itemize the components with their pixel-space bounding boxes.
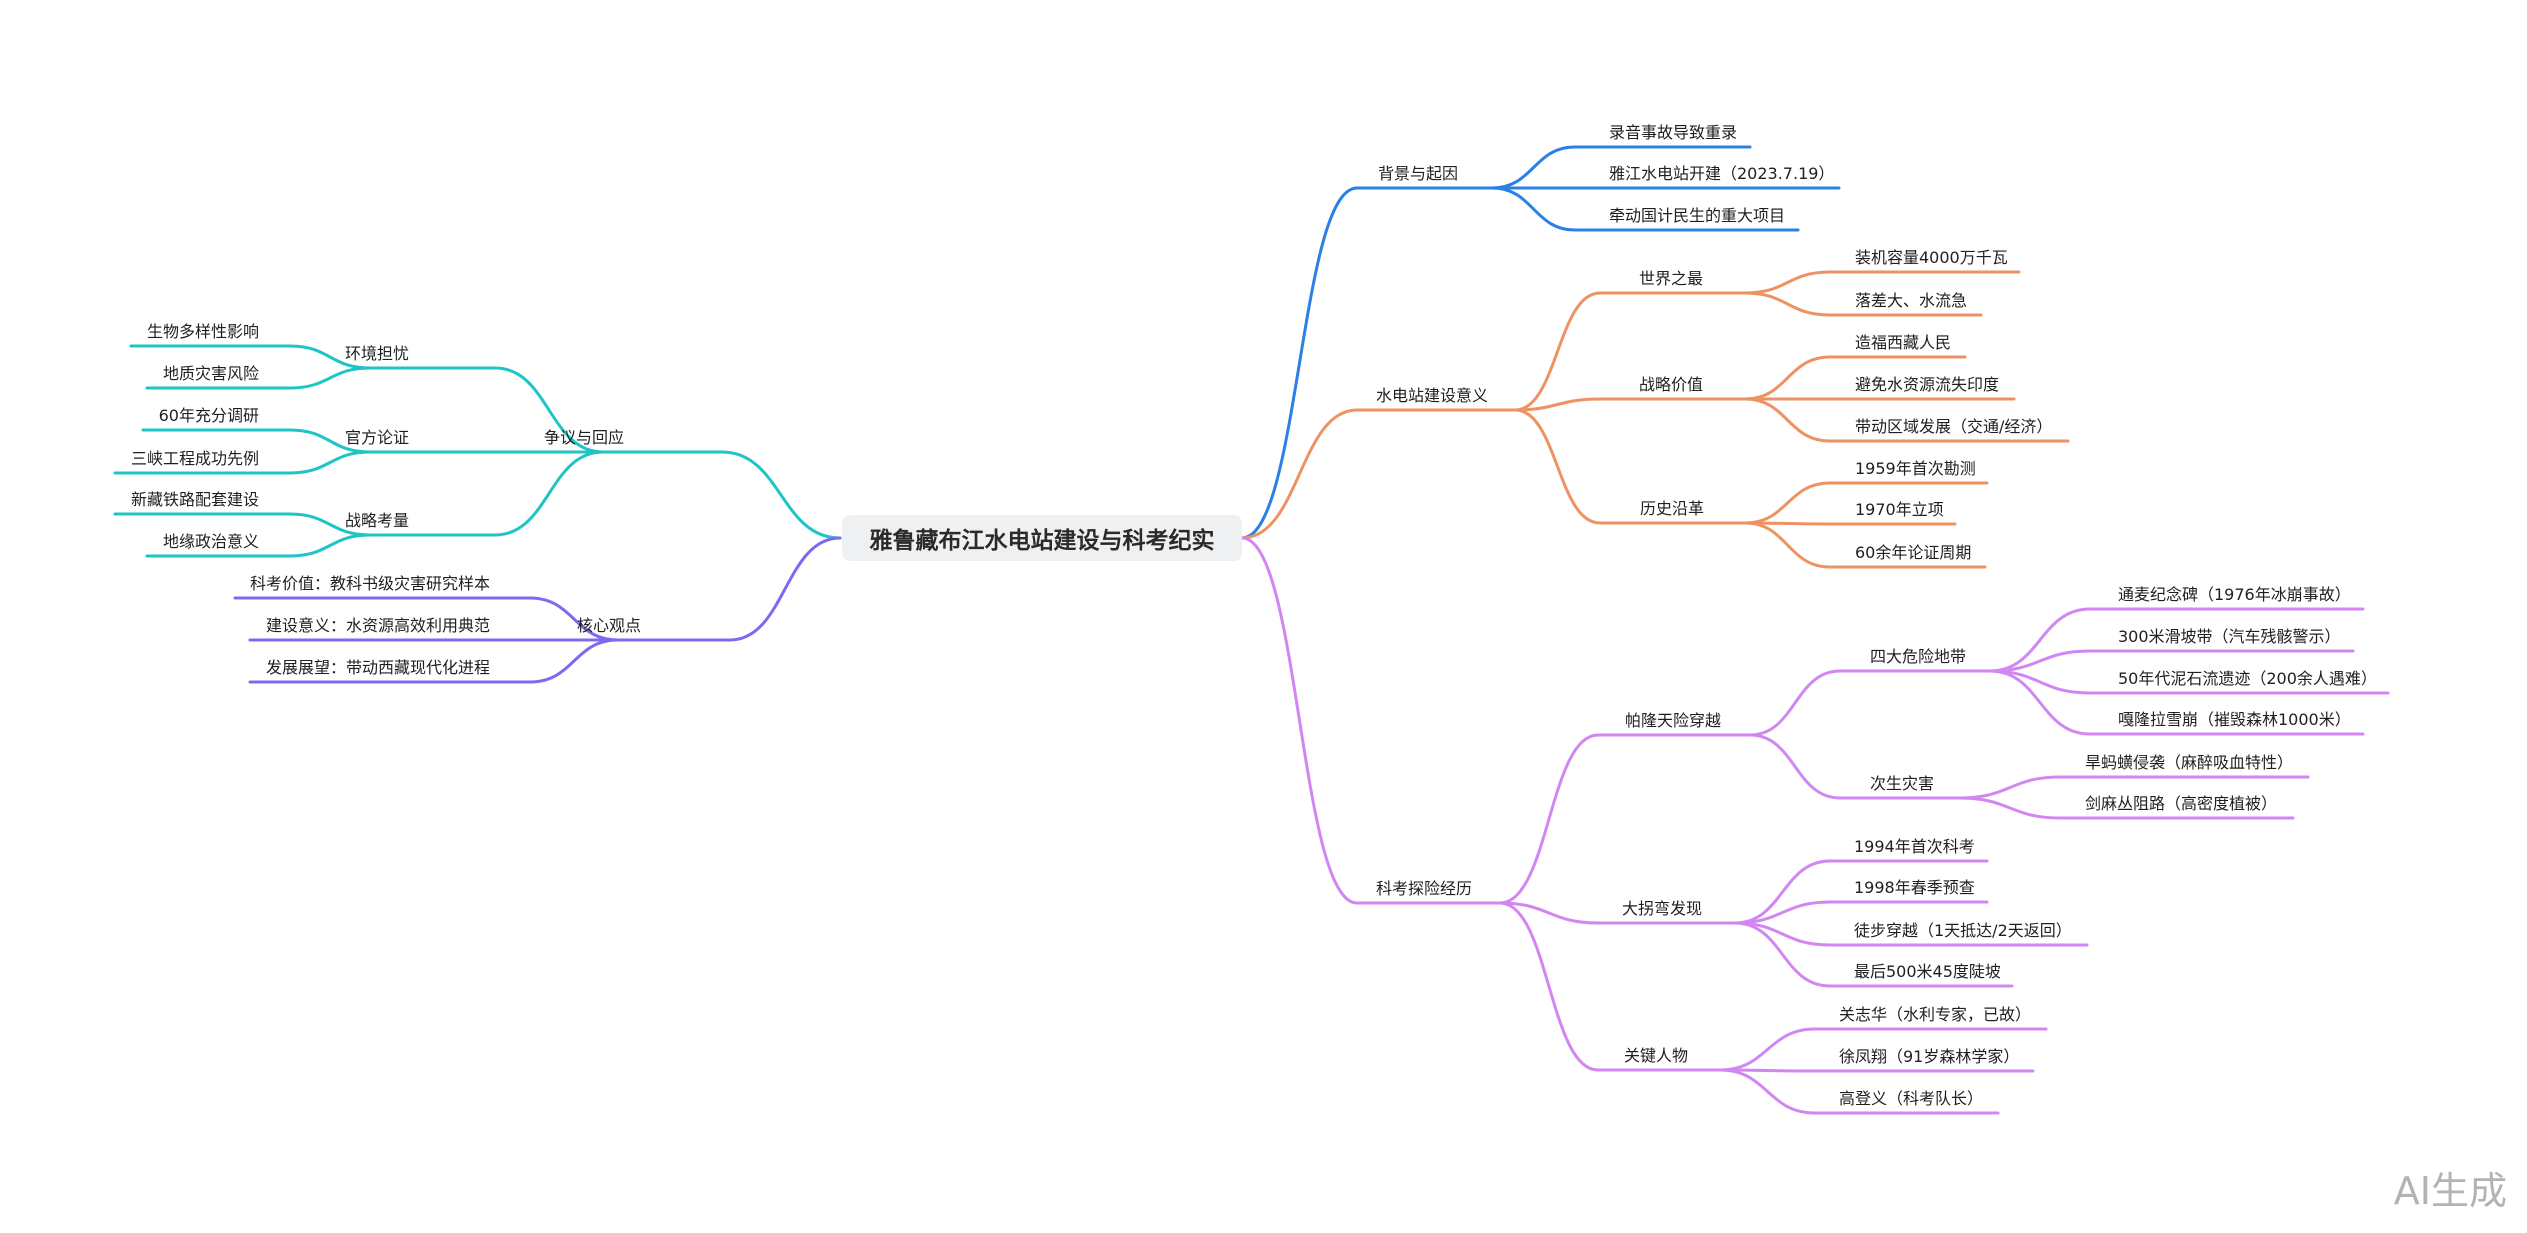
leaf-significance-2-0[interactable]: 1959年首次勘测	[1855, 459, 1976, 478]
leaf-significance-1-2-connector	[1743, 397, 2070, 443]
leaf-expedition-2-0[interactable]: 关志华（水利专家，已故）	[1839, 1005, 2032, 1024]
branch-core-views[interactable]: 核心观点	[576, 616, 641, 635]
group-expedition-0[interactable]: 帕隆天险穿越	[1625, 711, 1722, 730]
leaf-core-views-1[interactable]: 建设意义：水资源高效利用典范	[265, 616, 490, 635]
leaf-core-views-2-connector	[248, 638, 620, 684]
root-node[interactable]: 雅鲁藏布江水电站建设与科考纪实	[842, 515, 1242, 561]
leaf-significance-2-2-connector	[1743, 521, 1987, 569]
leaf-expedition-2-2-connector	[1718, 1068, 2000, 1115]
leaf-controversy-2-0[interactable]: 新藏铁路配套建设	[130, 490, 259, 509]
group-controversy-2[interactable]: 战略考量	[344, 511, 409, 530]
leaf-background-0[interactable]: 录音事故导致重录	[1609, 123, 1738, 142]
leaf-background-1[interactable]: 雅江水电站开建（2023.7.19）	[1609, 164, 1835, 183]
group-controversy-0[interactable]: 环境担忧	[344, 344, 409, 363]
leaf-expedition-0-0-0[interactable]: 通麦纪念碑（1976年冰崩事故）	[2118, 585, 2351, 604]
group-significance-2[interactable]: 历史沿革	[1640, 499, 1705, 518]
group-expedition-1[interactable]: 大拐弯发现	[1622, 899, 1703, 918]
group-expedition-0-connector	[1498, 733, 1752, 905]
group-controversy-0-connector	[368, 366, 605, 454]
leaf-expedition-0-0-1[interactable]: 300米滑坡带（汽车残骸警示）	[2118, 627, 2341, 646]
subgroup-expedition-0-connector	[1748, 669, 1992, 737]
subgroup-expedition-1[interactable]: 次生灾害	[1870, 774, 1935, 793]
leaf-expedition-0-0-2-connector	[1988, 669, 2390, 695]
group-expedition-2-connector	[1498, 901, 1722, 1072]
leaf-significance-0-0[interactable]: 装机容量4000万千瓦	[1855, 248, 2008, 267]
leaf-expedition-2-1-connector	[1718, 1068, 2035, 1073]
ai-generated-watermark: AI生成	[2393, 1169, 2507, 1213]
leaf-expedition-1-0[interactable]: 1994年首次科考	[1854, 837, 1975, 856]
leaf-controversy-0-1-connector	[145, 366, 372, 390]
leaf-significance-2-1-connector	[1743, 521, 1957, 526]
leaf-expedition-0-1-1[interactable]: 剑麻丛阻路（高密度植被）	[2085, 794, 2278, 813]
leaf-controversy-2-1-connector	[145, 533, 372, 558]
leaf-significance-1-0[interactable]: 造福西藏人民	[1855, 333, 1952, 352]
leaf-significance-0-0-connector	[1743, 270, 2021, 295]
group-expedition-1-connector	[1498, 901, 1737, 925]
group-significance-0-connector	[1513, 291, 1747, 412]
leaf-significance-2-2[interactable]: 60余年论证周期	[1855, 543, 1972, 562]
leaf-expedition-0-1-0[interactable]: 旱蚂蟥侵袭（麻醉吸血特性）	[2085, 753, 2294, 772]
branch-significance-connector	[1240, 408, 1517, 540]
leaf-significance-1-0-connector	[1743, 355, 1967, 401]
leaf-expedition-2-2[interactable]: 高登义（科考队长）	[1839, 1089, 1984, 1108]
branch-core-views-connector	[616, 536, 842, 642]
branch-expedition[interactable]: 科考探险经历	[1376, 879, 1473, 898]
group-controversy-2-connector	[368, 450, 605, 537]
leaf-controversy-0-0-connector	[129, 344, 372, 370]
group-significance-1-connector	[1513, 397, 1747, 412]
group-expedition-2[interactable]: 关键人物	[1624, 1046, 1689, 1065]
leaf-background-2-connector	[1490, 186, 1800, 232]
leaf-expedition-1-2[interactable]: 徒步穿越（1天抵达/2天返回）	[1854, 921, 2072, 940]
leaf-controversy-2-1[interactable]: 地缘政治意义	[162, 532, 259, 551]
leaf-expedition-0-0-2[interactable]: 50年代泥石流遗迹（200余人遇难）	[2118, 669, 2377, 688]
leaf-expedition-0-1-0-connector	[1958, 775, 2310, 800]
leaf-controversy-0-1[interactable]: 地质灾害风险	[162, 364, 259, 383]
leaf-controversy-2-0-connector	[113, 512, 372, 537]
branch-expedition-connector	[1240, 536, 1502, 905]
leaf-significance-1-2[interactable]: 带动区域发展（交通/经济）	[1855, 417, 2053, 436]
leaf-background-2[interactable]: 牵动国计民生的重大项目	[1609, 206, 1786, 225]
leaf-expedition-2-1[interactable]: 徐凤翔（91岁森林学家）	[1839, 1047, 2020, 1066]
branch-background[interactable]: 背景与起因	[1378, 164, 1459, 183]
leaf-controversy-1-0[interactable]: 60年充分调研	[158, 406, 259, 425]
leaf-significance-0-1-connector	[1743, 291, 1983, 317]
leaf-controversy-1-1[interactable]: 三峡工程成功先例	[130, 449, 259, 468]
group-significance-2-connector	[1513, 408, 1747, 525]
subgroup-expedition-1-connector	[1748, 733, 1962, 800]
leaf-significance-0-1[interactable]: 落差大、水流急	[1855, 291, 1968, 310]
leaf-expedition-1-3-connector	[1733, 921, 2014, 988]
leaf-expedition-1-1-connector	[1733, 900, 1989, 925]
root-title: 雅鲁藏布江水电站建设与科考纪实	[869, 528, 1215, 554]
group-significance-0[interactable]: 世界之最	[1639, 269, 1704, 288]
leaf-significance-2-1[interactable]: 1970年立项	[1855, 500, 1944, 519]
leaf-expedition-1-0-connector	[1733, 859, 1989, 925]
group-controversy-1[interactable]: 官方论证	[344, 428, 409, 447]
leaf-expedition-0-0-0-connector	[1988, 607, 2365, 673]
leaf-expedition-1-1[interactable]: 1998年春季预查	[1854, 878, 1975, 897]
leaf-expedition-0-0-1-connector	[1988, 649, 2355, 673]
branch-controversy-connector	[601, 450, 842, 540]
leaf-controversy-1-0-connector	[141, 428, 372, 454]
leaf-significance-1-1[interactable]: 避免水资源流失印度	[1855, 375, 2000, 394]
branch-background-connector	[1240, 186, 1494, 540]
leaf-expedition-0-0-3[interactable]: 嘎隆拉雪崩（摧毁森林1000米）	[2118, 710, 2351, 729]
subgroup-expedition-0[interactable]: 四大危险地带	[1870, 647, 1967, 666]
leaf-significance-2-0-connector	[1743, 481, 1989, 525]
leaf-controversy-0-0[interactable]: 生物多样性影响	[146, 322, 259, 341]
leaf-core-views-0-connector	[233, 596, 620, 642]
leaf-core-views-0[interactable]: 科考价值：教科书级灾害研究样本	[249, 574, 490, 593]
branch-significance[interactable]: 水电站建设意义	[1376, 386, 1489, 405]
group-significance-1[interactable]: 战略价值	[1639, 375, 1704, 394]
leaf-expedition-1-3[interactable]: 最后500米45度陡坡	[1854, 962, 2001, 981]
branch-controversy[interactable]: 争议与回应	[543, 428, 624, 447]
leaf-controversy-1-1-connector	[113, 450, 372, 475]
leaf-core-views-2[interactable]: 发展展望：带动西藏现代化进程	[265, 658, 490, 677]
leaf-expedition-0-0-3-connector	[1988, 669, 2365, 736]
leaf-expedition-0-1-1-connector	[1958, 796, 2295, 820]
leaf-background-0-connector	[1490, 145, 1752, 190]
leaf-expedition-2-0-connector	[1718, 1027, 2048, 1072]
